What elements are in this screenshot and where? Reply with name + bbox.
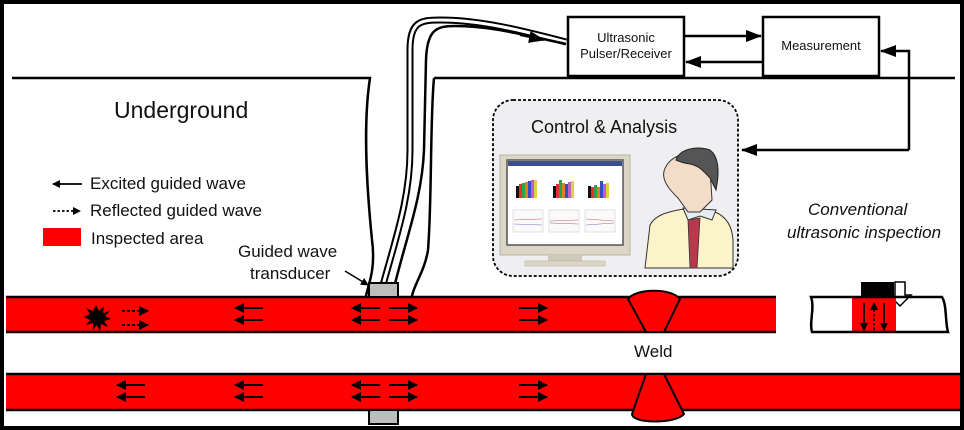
legend-excited-label: Excited guided wave — [90, 174, 246, 193]
transducer-cable-second — [390, 24, 567, 297]
transducer-bottom — [368, 409, 399, 425]
pulser-receiver-label: Ultrasonic Pulser/Receiver — [568, 30, 684, 62]
ut-pipe-section — [809, 295, 950, 334]
measurement-box — [761, 15, 881, 78]
pulser-label-line1: Ultrasonic — [597, 30, 655, 45]
conventional-inspection-illustration — [809, 281, 950, 334]
monitor-bar-chart-1 — [516, 180, 537, 198]
weld-top — [626, 289, 682, 333]
control-analysis-label: Control & Analysis — [531, 117, 678, 137]
analyst-illustration — [644, 147, 734, 269]
ground-surface-right-edge — [410, 77, 436, 297]
pipe-bottom — [6, 374, 960, 410]
weld-label: Weld — [634, 342, 673, 361]
conventional-label-line2: ultrasonic inspection — [787, 223, 942, 242]
monitor-illustration — [499, 154, 631, 267]
reflected-wave-arrows — [122, 306, 149, 330]
pulser-receiver-box — [566, 15, 686, 78]
conventional-label-line1: Conventional — [808, 200, 908, 219]
control-to-measurement-arrow — [880, 45, 911, 150]
measurement-label: Measurement — [781, 38, 861, 53]
legend-reflected-label: Reflected guided wave — [90, 201, 263, 220]
excited-wave-arrows — [116, 303, 548, 402]
transducer-cable-inner — [378, 18, 567, 297]
legend-inspected-swatch — [43, 228, 81, 246]
transducer-label-line2: transducer — [250, 264, 331, 283]
ground-surface-left — [12, 76, 375, 297]
monitor-bar-chart-2 — [553, 180, 574, 198]
monitor-line-plots — [512, 209, 616, 233]
transducer-pointer-arrow — [344, 270, 369, 286]
legend-inspected-label: Inspected area — [91, 229, 204, 248]
ut-probe — [861, 282, 894, 298]
transducer-label-line1: Guided wave — [238, 242, 338, 261]
defect-icon — [84, 305, 111, 331]
pulser-label-line2: Pulser/Receiver — [580, 46, 672, 61]
weld-bottom — [630, 373, 686, 423]
transducer-top — [368, 282, 399, 298]
cable-arrow — [519, 31, 545, 43]
monitor-bar-chart-3 — [588, 181, 609, 198]
underground-label: Underground — [114, 97, 249, 123]
